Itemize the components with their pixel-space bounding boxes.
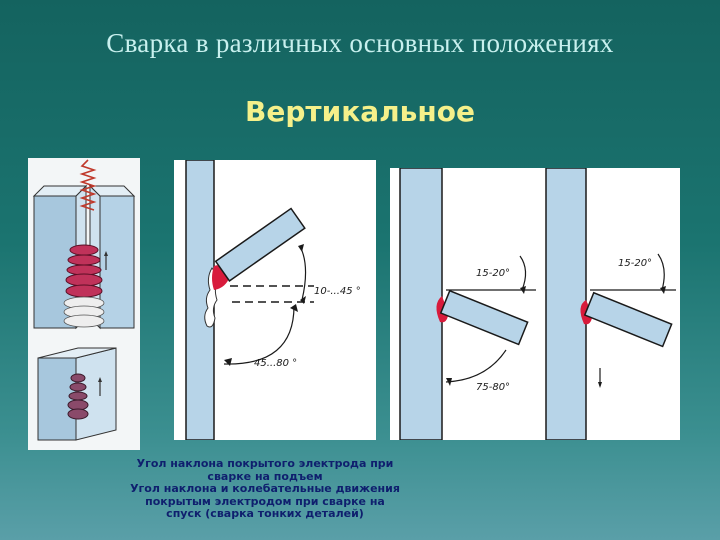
caption-line-4: покрытым электродом при сварке на [145, 494, 385, 508]
caption-line-3: Угол наклона и колебательные движения [130, 482, 400, 495]
illustration-welding-upward: 10-...45 ° 45...80 ° [174, 159, 376, 441]
angle-label-75-80: 75-80° [476, 382, 510, 393]
caption-line-1: Угол наклона покрытого электрода при [136, 457, 394, 470]
illustration-3d-weld [28, 158, 140, 450]
angle-label-45-80: 45...80 ° [254, 358, 297, 369]
illustration-welding-downward: 15-20° 75-80° 15-20° [390, 167, 680, 441]
caption: Угол наклона покрытого электрода при сва… [60, 457, 470, 521]
angle-label-15-20-right: 15-20° [618, 258, 652, 269]
caption-line-2: сварке на подъем [207, 469, 323, 483]
caption-line-5: спуск (сварка тонких деталей) [166, 507, 364, 520]
slide-subtitle: Вертикальное [245, 95, 475, 128]
angle-label-15-20-left: 15-20° [476, 268, 510, 279]
angle-label-10-45: 10-...45 ° [314, 286, 361, 297]
slide-title: Сварка в различных основных положениях [106, 28, 614, 58]
